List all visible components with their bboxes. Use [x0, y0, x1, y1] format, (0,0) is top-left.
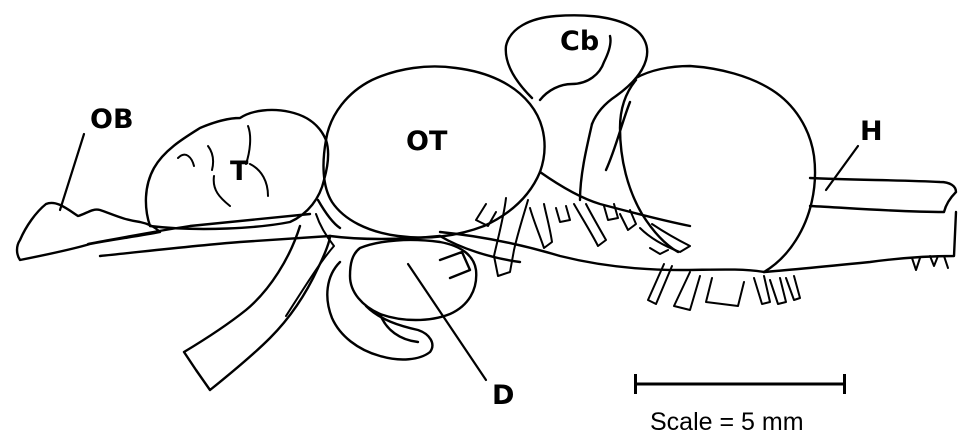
- label-cb: Cb: [560, 26, 599, 57]
- cranial-nerve-roots-right: [640, 224, 800, 310]
- telencephalon-sulci: [178, 126, 268, 206]
- hindbrain-spinal-cord-outline: [764, 178, 956, 272]
- scale-bar: [634, 374, 846, 394]
- leader-line-ob: [60, 134, 84, 210]
- leader-line-h: [826, 146, 858, 190]
- label-ob: OB: [90, 104, 134, 135]
- label-t: T: [230, 156, 249, 187]
- cranial-nerve-roots-left: [476, 198, 636, 276]
- medulla-inner-lobe: [606, 80, 678, 252]
- label-ot: OT: [406, 126, 448, 157]
- leader-line-d: [408, 264, 486, 380]
- scale-label: Scale = 5 mm: [650, 408, 804, 436]
- label-h: H: [860, 116, 883, 147]
- label-d: D: [492, 380, 514, 411]
- saccus-outline: [380, 252, 470, 342]
- ventral-floor-outline: [330, 232, 764, 272]
